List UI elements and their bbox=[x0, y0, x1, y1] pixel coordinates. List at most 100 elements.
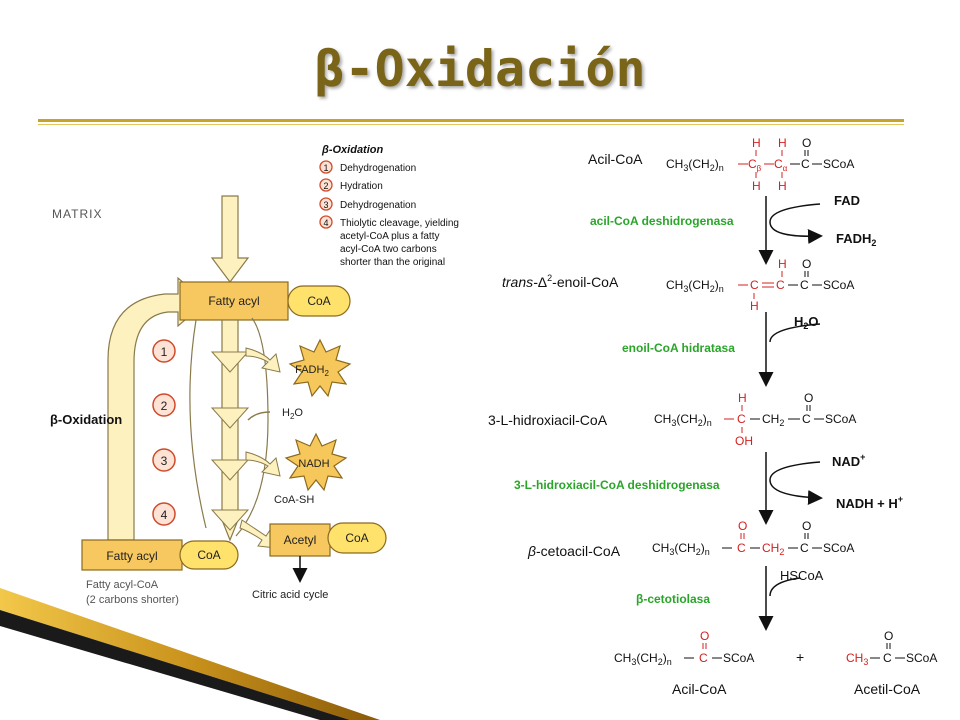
h2o-label: H2O bbox=[282, 407, 303, 421]
bottom-coa-pill bbox=[179, 540, 239, 570]
hidroxi-o-top: O bbox=[804, 391, 813, 405]
nad-label: NAD+ bbox=[832, 452, 865, 469]
legend-item-4-line1: Thiolytic cleavage, yielding bbox=[340, 218, 459, 229]
legend-item-4-line2: acetyl-CoA plus a fatty bbox=[340, 231, 440, 242]
enoil-c1: C bbox=[750, 278, 759, 292]
acil-c-alpha: Cα bbox=[774, 157, 788, 173]
step-circle-4 bbox=[152, 502, 176, 526]
branch-h2o bbox=[247, 411, 271, 421]
enoil-formula: CH3(CH2)n bbox=[666, 278, 724, 294]
citric-label: Citric acid cycle bbox=[252, 589, 328, 601]
chain-arrow bbox=[221, 319, 239, 542]
acil-formula: CH3(CH2)n bbox=[666, 157, 724, 173]
acil-h-bot-1: H bbox=[752, 179, 761, 193]
caption-line1: Fatty acyl-CoA bbox=[86, 579, 159, 591]
ceto-formula: CH3(CH2)n bbox=[652, 541, 710, 557]
decor-dark-wedge bbox=[0, 610, 350, 720]
enoil-h-bot: H bbox=[750, 299, 759, 313]
legend-item-2: Hydration bbox=[340, 181, 383, 192]
top-coa-label: CoA bbox=[307, 294, 330, 308]
cetoacil-name: β-cetoacil-CoA bbox=[527, 543, 621, 559]
hidroxi-ch2: CH2 bbox=[762, 412, 784, 428]
step-3: 3 bbox=[161, 454, 168, 468]
enzyme-2: enoil-CoA hidratasa bbox=[622, 341, 735, 355]
legend-num-2: 2 bbox=[323, 181, 328, 191]
nadh-label: NADH bbox=[298, 458, 329, 470]
fadh2-label: FADH2 bbox=[295, 364, 329, 378]
step-circle-2 bbox=[152, 393, 176, 417]
ceto-o-1: O bbox=[738, 519, 747, 533]
enzyme-4: β-cetotiolasa bbox=[636, 592, 710, 606]
enoil-c3: C bbox=[800, 278, 809, 292]
prod2-ch3: CH3 bbox=[846, 651, 868, 667]
bottom-fatty-acyl-label: Fatty acyl bbox=[106, 549, 157, 563]
legend-title: β-Oxidation bbox=[321, 144, 383, 156]
legend-num-3: 3 bbox=[323, 200, 328, 210]
branch-nadh bbox=[245, 451, 281, 477]
step-circle-1 bbox=[152, 339, 176, 363]
decor-gold-wedge bbox=[0, 588, 380, 720]
bottom-coa-label: CoA bbox=[197, 548, 220, 562]
hidroxi-name: 3-L-hidroxiacil-CoA bbox=[488, 412, 608, 428]
enoil-name: trans-Δ2-enoil-CoA bbox=[502, 273, 619, 290]
legend-item-3: Dehydrogenation bbox=[340, 200, 416, 211]
step-4: 4 bbox=[161, 508, 168, 522]
ceto-o-2: O bbox=[802, 519, 811, 533]
enzyme-1: acil-CoA deshidrogenasa bbox=[590, 214, 734, 228]
prod2-c: C bbox=[883, 651, 892, 665]
acil-h-top-2: H bbox=[778, 136, 787, 150]
prod1-o: O bbox=[700, 629, 709, 643]
acetyl-label: Acetyl bbox=[284, 533, 317, 547]
acil-h-top-1: H bbox=[752, 136, 761, 150]
acetyl-coa-pill bbox=[327, 522, 387, 554]
entry-arrow bbox=[210, 195, 250, 283]
inner-loop-arrow bbox=[235, 317, 269, 537]
step-2: 2 bbox=[161, 399, 168, 413]
legend-num-4: 4 bbox=[323, 218, 328, 228]
title-rule bbox=[38, 119, 904, 122]
acil-c-carbonyl: C bbox=[801, 157, 810, 171]
step-circle-3 bbox=[152, 448, 176, 472]
prod2-o: O bbox=[884, 629, 893, 643]
nadh-right-label: NADH + H+ bbox=[836, 494, 903, 511]
slide-title: β-Oxidación bbox=[314, 40, 646, 98]
enoil-h-top: H bbox=[778, 257, 787, 271]
prod1-c: C bbox=[699, 651, 708, 665]
legend-item-4-line4: shorter than the original bbox=[340, 257, 445, 268]
legend-item-4-line3: acyl-CoA two carbons bbox=[340, 244, 437, 255]
top-fatty-acyl-label: Fatty acyl bbox=[208, 294, 259, 308]
hidroxi-h-top: H bbox=[738, 391, 747, 405]
enzyme-3: 3-L-hidroxiacil-CoA deshidrogenasa bbox=[514, 478, 720, 492]
fadh2-burst bbox=[288, 338, 352, 398]
hidroxi-formula: CH3(CH2)n bbox=[654, 412, 712, 428]
acil-coa-name: Acil-CoA bbox=[588, 151, 643, 167]
prod1-scoa: SCoA bbox=[723, 651, 754, 665]
acil-h-bot-2: H bbox=[778, 179, 787, 193]
branch-fadh2 bbox=[245, 347, 281, 373]
ceto-c2: C bbox=[800, 541, 809, 555]
caption-line2: (2 carbons shorter) bbox=[86, 594, 179, 606]
acetyl-coa-label: CoA bbox=[345, 531, 368, 545]
matrix-label: MATRIX bbox=[52, 207, 102, 221]
hidroxi-c1: C bbox=[737, 412, 746, 426]
acil-o-top: O bbox=[802, 136, 811, 150]
right-pathway: Acil-CoA H H O CH3(CH2)n Cβ Cα C SCoA H … bbox=[488, 136, 937, 697]
enoil-scoa: SCoA bbox=[823, 278, 854, 292]
enoil-o-top: O bbox=[802, 257, 811, 271]
title-rule-thin bbox=[38, 124, 904, 125]
legend: β-Oxidation 1 Dehydrogenation 2 Hydratio… bbox=[319, 144, 459, 268]
ceto-ch2: CH2 bbox=[762, 541, 784, 557]
hidroxi-oh: OH bbox=[735, 434, 753, 448]
ceto-c1: C bbox=[737, 541, 746, 555]
ceto-scoa: SCoA bbox=[823, 541, 854, 555]
cycle-label: β-Oxidation bbox=[50, 412, 122, 427]
fadh2-right-label: FADH2 bbox=[836, 231, 876, 248]
hscoa-label: HSCoA bbox=[780, 568, 824, 583]
fad-label: FAD bbox=[834, 193, 860, 208]
legend-item-1: Dehydrogenation bbox=[340, 163, 416, 174]
prod2-scoa: SCoA bbox=[906, 651, 937, 665]
acil-c-beta: Cβ bbox=[748, 157, 762, 173]
top-coa-pill bbox=[287, 285, 351, 317]
branch-acetyl bbox=[239, 519, 277, 549]
